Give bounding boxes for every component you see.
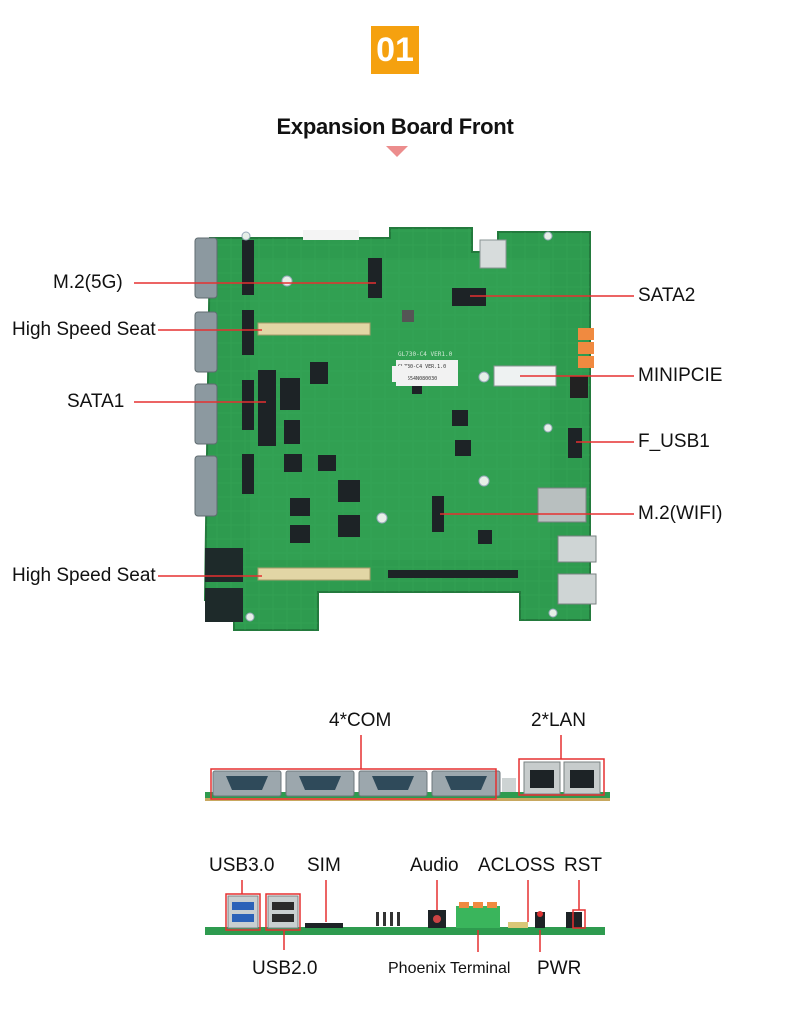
board-model-label-text: GL730-C4 VER.1.0: [398, 364, 446, 370]
label-2-lan: 2*LAN: [531, 710, 586, 731]
label-sata2: SATA2: [638, 285, 696, 306]
f-usb1-header: [568, 428, 582, 458]
label-sata1: SATA1: [67, 391, 125, 412]
board-sticker: [303, 230, 359, 240]
usb-stack-board-1: [557, 535, 597, 563]
board-qr-code: [392, 366, 408, 382]
section-number-badge: 01: [371, 26, 419, 74]
m2-wifi-slot: [432, 496, 444, 532]
label-m2-wifi: M.2(WIFI): [638, 503, 723, 524]
sata1-connector: [258, 370, 276, 446]
board-serial-label-text: LN0554N080030: [398, 376, 437, 382]
label-minipcie: MINIPCIE: [638, 365, 723, 386]
usb-stack-board-2: [557, 573, 597, 605]
high-speed-seat-top: [257, 322, 371, 336]
sim-slot-board: [537, 487, 587, 523]
label-phoenix-terminal: Phoenix Terminal: [388, 960, 511, 977]
sata2-connector: [452, 288, 486, 306]
label-acloss: ACLOSS: [478, 855, 556, 876]
io-panel-usb-audio: [205, 880, 605, 952]
label-m2-5g: M.2(5G): [53, 272, 123, 293]
high-speed-seat-bottom: [257, 567, 371, 581]
page-title: Expansion Board Front: [276, 114, 514, 139]
board-silkscreen-model: GL730-C4 VER1.0: [398, 351, 453, 358]
io-panel-com-lan: [205, 735, 610, 801]
m2-5g-slot: [368, 258, 382, 298]
down-arrow-icon: [386, 146, 408, 157]
phoenix-terminal-board: [578, 328, 594, 368]
label-f-usb1: F_USB1: [638, 431, 710, 452]
label-high-speed-seat-top: High Speed Seat: [12, 319, 156, 340]
label-sim: SIM: [307, 855, 341, 876]
right-usb-port: [479, 239, 507, 269]
label-high-speed-seat-bottom: High Speed Seat: [12, 565, 156, 586]
audio-jack-board: [570, 376, 588, 398]
callout-lines: [134, 282, 634, 577]
board-chips: [242, 240, 492, 544]
label-4-com: 4*COM: [329, 710, 392, 731]
label-pwr: PWR: [537, 958, 582, 979]
label-usb20: USB2.0: [252, 958, 318, 979]
label-rst: RST: [564, 855, 602, 876]
bottom-pin-header: [388, 570, 518, 578]
label-audio: Audio: [410, 855, 459, 876]
mounting-holes: [241, 231, 558, 622]
label-usb30: USB3.0: [209, 855, 275, 876]
